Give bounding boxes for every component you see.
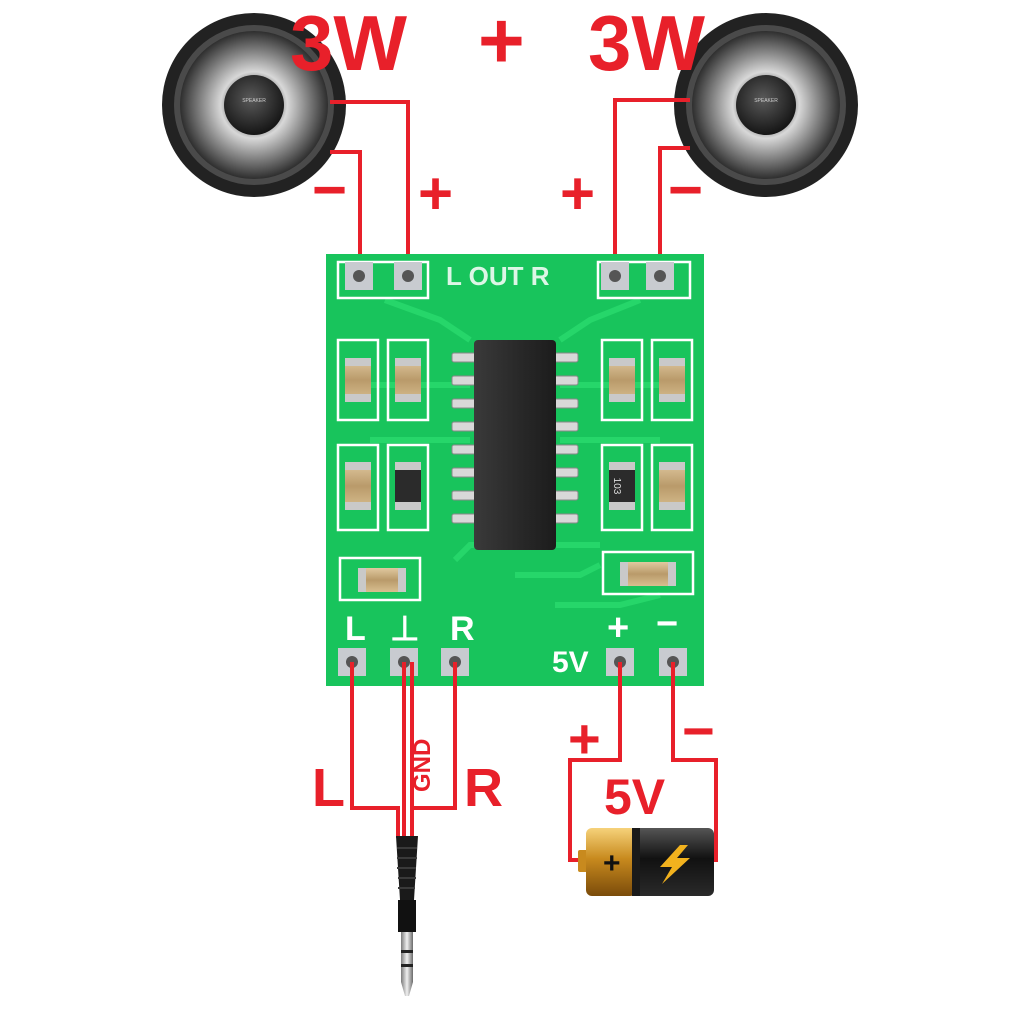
svg-text:SPEAKER: SPEAKER [242, 98, 266, 104]
speaker-right: SPEAKER [674, 13, 858, 197]
right-speaker-minus-label: − [668, 156, 703, 223]
input-right-label: R [464, 758, 503, 818]
speaker-icon: SPEAKER [674, 13, 858, 197]
input-gnd-label: GND [409, 739, 436, 792]
left-speaker-plus-label: + [418, 160, 453, 227]
resistor [395, 462, 421, 510]
capacitor [358, 568, 406, 592]
svg-text:+: + [603, 847, 621, 880]
capacitor [620, 562, 676, 586]
speaker-icon: SPEAKER [162, 13, 346, 197]
capacitor [659, 358, 685, 402]
silkscreen-power: 5V [552, 646, 589, 679]
input-wires [350, 662, 457, 838]
capacitor [395, 358, 421, 402]
resistor: 103 [609, 462, 635, 510]
left-speaker-minus-label: − [312, 156, 347, 223]
lightning-icon [660, 845, 690, 884]
amplifier-chip [451, 340, 579, 550]
right-speaker-plus-label: + [560, 160, 595, 227]
pad-out-right-minus [646, 262, 674, 290]
capacitor [659, 462, 685, 510]
svg-text:SPEAKER: SPEAKER [754, 98, 778, 104]
capacitor [609, 358, 635, 402]
resistor-code: 103 [611, 478, 622, 495]
pad-out-left-minus [345, 262, 373, 290]
title-left-power: 3W [290, 0, 407, 87]
power-minus-label: − [682, 699, 715, 762]
silkscreen-outlines [336, 260, 695, 602]
silkscreen-minus: − [656, 603, 678, 645]
input-left-label: L [312, 758, 345, 818]
capacitor [345, 358, 371, 402]
solder-pads [338, 262, 687, 676]
amplifier-board: L OUT R [326, 254, 704, 686]
speaker-wires [330, 98, 690, 272]
capacitor [345, 462, 371, 510]
power-plus-label: + [568, 707, 601, 770]
title-right-power: 3W [588, 0, 705, 87]
silkscreen-plus: + [607, 607, 629, 649]
smd-components: 103 [345, 358, 685, 592]
power-voltage-label: 5V [604, 769, 666, 825]
silkscreen-out-label: L OUT R [446, 261, 550, 291]
speaker-left: SPEAKER [162, 13, 346, 197]
audio-jack-icon [396, 836, 418, 996]
silkscreen-in-left: L [345, 610, 366, 648]
pad-out-right-plus [601, 262, 629, 290]
battery-icon: + [578, 828, 714, 896]
silkscreen-in-right: R [450, 610, 475, 648]
title-plus: + [478, 0, 525, 85]
pad-out-left-plus [394, 262, 422, 290]
silkscreen-in-gnd: ⊥ [390, 610, 420, 648]
